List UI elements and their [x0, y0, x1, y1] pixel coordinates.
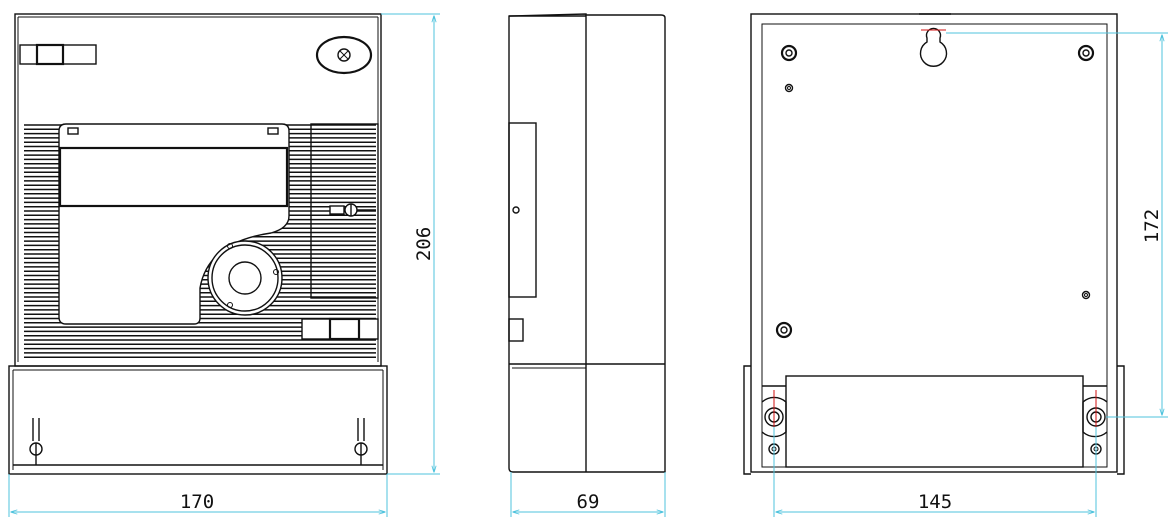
cover-screw-right	[354, 418, 368, 465]
mounting-hole-bottom-right	[1082, 390, 1108, 456]
terminal-cover	[8, 365, 388, 475]
rear-view: 145 172	[743, 13, 1168, 517]
side-panel	[310, 123, 379, 299]
display-window-panel	[58, 123, 290, 325]
keyhole-hanger	[919, 27, 948, 67]
front-view: 170 206	[8, 13, 440, 517]
mounting-boss-bottom-left	[775, 321, 793, 339]
bottom-latch	[301, 318, 379, 340]
rear-hole-height-label: 172	[1141, 209, 1163, 243]
front-height-label: 206	[413, 227, 435, 261]
rear-hole-spacing-label: 145	[918, 491, 952, 513]
cover-screw-left	[29, 418, 43, 465]
side-panel-profile	[508, 122, 537, 298]
side-view: 69	[508, 13, 666, 517]
seal-screw-housing	[315, 35, 373, 75]
seal-screw-icon	[337, 48, 351, 62]
dial-ring	[207, 240, 283, 316]
mounting-boss-top-right	[1077, 44, 1095, 62]
lcd-display	[58, 146, 289, 208]
mounting-boss-top-left	[780, 44, 798, 62]
dial-center	[228, 261, 262, 295]
side-depth-label: 69	[577, 491, 600, 513]
rear-terminal-block	[785, 375, 1084, 468]
front-width-label: 170	[180, 491, 214, 513]
side-housing-outline	[508, 13, 666, 473]
rear-housing-outline	[750, 13, 1118, 473]
top-latch	[19, 44, 97, 65]
